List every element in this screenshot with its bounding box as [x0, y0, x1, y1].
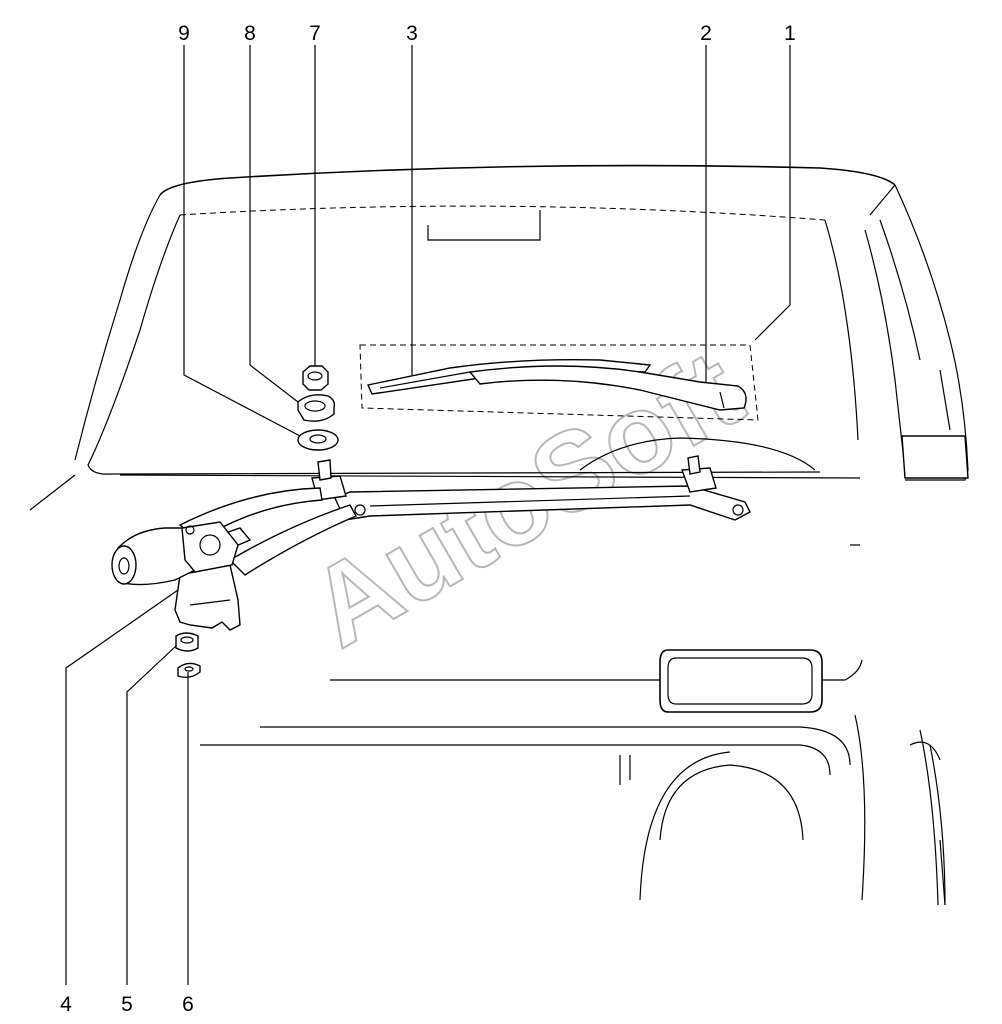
callout-5: 5	[121, 993, 133, 1016]
callout-2: 2	[700, 22, 712, 45]
wiper-linkage-assembly	[111, 455, 751, 631]
callout-8: 8	[244, 22, 256, 45]
washer-9	[297, 429, 339, 451]
nut-6	[177, 662, 201, 679]
callout-7: 7	[309, 22, 321, 45]
callout-4: 4	[60, 993, 72, 1016]
car-body-outline	[29, 164, 969, 906]
bushing-8	[297, 394, 336, 422]
nut-7	[302, 365, 329, 391]
callout-6: 6	[182, 993, 194, 1016]
leader-lines	[65, 45, 791, 985]
bushing-5	[175, 632, 199, 652]
callout-3: 3	[406, 22, 418, 45]
callout-1: 1	[784, 22, 796, 45]
callout-9: 9	[178, 22, 190, 45]
wiper-arm-blade-group	[359, 344, 759, 421]
callout-numbers: 1 2 3 4 5 6 7 8 9	[60, 22, 796, 1016]
